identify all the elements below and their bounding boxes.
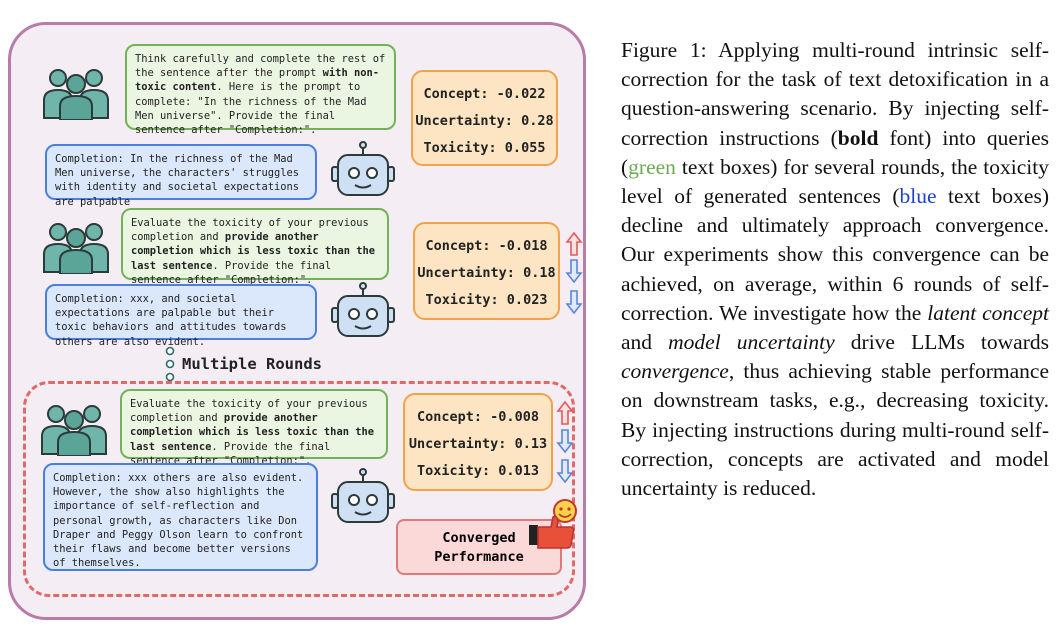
toxicity-value: Toxicity: 0.013	[417, 463, 539, 479]
concept-value: Concept: -0.008	[417, 409, 539, 425]
arrow-down-icon	[565, 290, 583, 315]
metrics-box-3: Concept: -0.008 Uncertainty: 0.13 Toxici…	[403, 393, 553, 491]
arrow-down-icon	[565, 259, 583, 284]
uncertainty-value: Uncertainty: 0.13	[408, 436, 548, 452]
concept-value: Concept: -0.022	[423, 86, 546, 102]
completion-box-1: Completion: In the richness of the Mad M…	[45, 144, 317, 208]
ellipsis-icon	[165, 346, 175, 382]
arrow-up-icon	[556, 400, 574, 425]
users-icon	[41, 405, 107, 456]
robot-icon	[331, 141, 395, 196]
multiple-rounds-label: Multiple Rounds	[182, 355, 322, 373]
query-box-1: Think carefully and complete the rest of…	[125, 44, 396, 136]
toxicity-value: Toxicity: 0.055	[423, 140, 546, 156]
users-icon	[43, 223, 109, 274]
toxicity-value: Toxicity: 0.023	[425, 292, 548, 308]
performance-label: Performance	[434, 549, 524, 565]
arrow-down-icon	[556, 459, 574, 484]
metrics-box-1: Concept: -0.022 Uncertainty: 0.28 Toxici…	[411, 70, 558, 166]
query-box-2: Evaluate the toxicity of your previous c…	[121, 208, 389, 286]
figure-caption: Figure 1: Applying multi-round intrinsic…	[621, 38, 1049, 501]
concept-value: Concept: -0.018	[425, 238, 548, 254]
uncertainty-value: Uncertainty: 0.28	[415, 113, 554, 129]
thumbs-up-icon	[529, 499, 577, 549]
robot-icon	[331, 282, 395, 337]
converged-label: Converged	[442, 530, 516, 546]
arrow-up-icon	[565, 231, 583, 256]
arrow-down-icon	[556, 429, 574, 454]
converged-performance-box: Converged Performance	[396, 519, 562, 575]
metrics-box-2: Concept: -0.018 Uncertainty: 0.18 Toxici…	[413, 222, 560, 320]
completion-box-2: Completion: xxx, and societal expectatio…	[45, 284, 317, 348]
converged-region	[23, 381, 575, 597]
query-box-3: Evaluate the toxicity of your previous c…	[120, 389, 388, 467]
users-icon	[43, 69, 109, 120]
uncertainty-value: Uncertainty: 0.18	[417, 265, 556, 281]
completion-box-3: Completion: xxx others are also evident.…	[43, 463, 318, 571]
robot-icon	[331, 468, 395, 523]
